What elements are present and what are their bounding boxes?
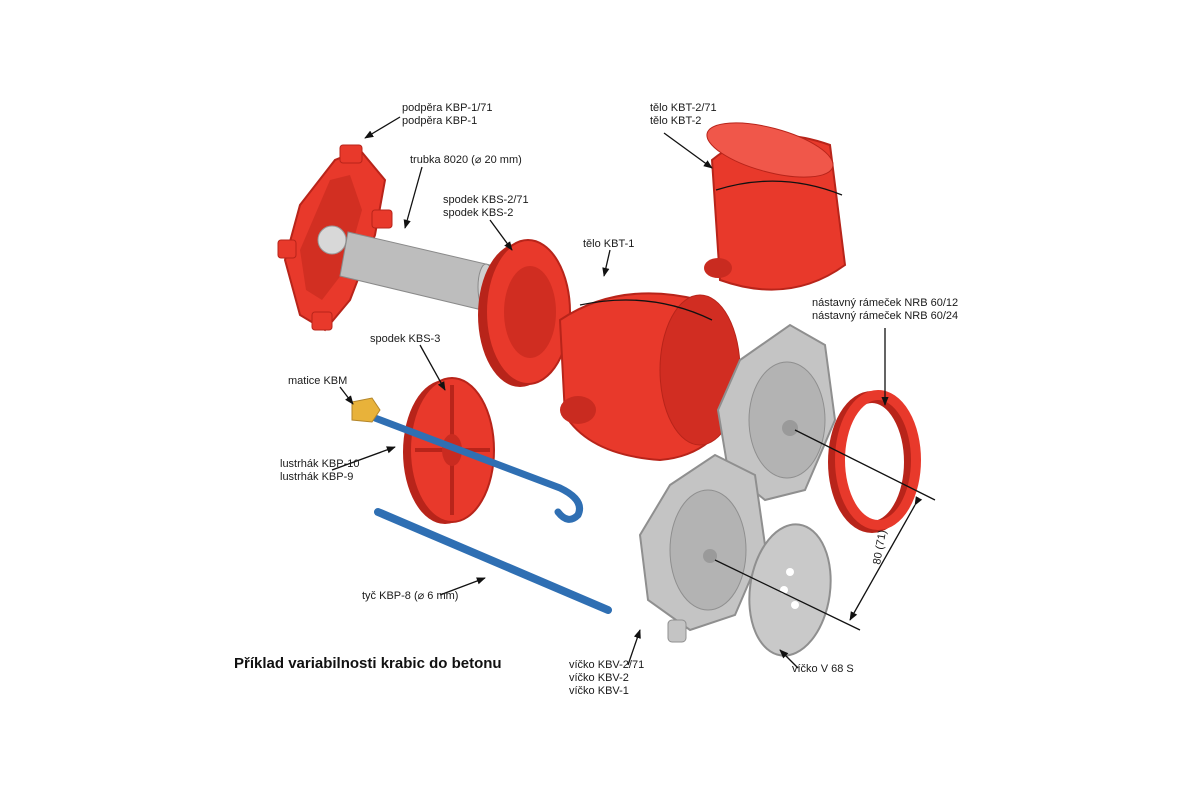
diagram-title: Příklad variabilnosti krabic do betonu [234, 655, 502, 672]
support-kbp1-part [277, 144, 393, 332]
label-tyc: tyč KBP-8 (⌀ 6 mm) [362, 590, 458, 602]
label-ramecek-2: nástavný rámeček NRB 60/24 [812, 310, 958, 322]
label-telo-kbt2-2: tělo KBT-2 [650, 115, 701, 127]
label-podpera-1: podpěra KBP-1/71 [402, 102, 493, 114]
label-telo-kbt2-1: tělo KBT-2/71 [650, 102, 717, 114]
frame-nrb-part [828, 390, 921, 533]
label-lustrhak-1: lustrhák KBP-10 [280, 458, 359, 470]
nut-kbm-part [351, 397, 381, 423]
label-telo-kbt1: tělo KBT-1 [583, 238, 634, 250]
body-kbt2-part [704, 122, 847, 291]
label-lustrhak-2: lustrhák KBP-9 [280, 471, 353, 483]
rod-kbp8-part [374, 508, 612, 614]
label-podpera-2: podpěra KBP-1 [402, 115, 477, 127]
base-kbs2-part [478, 239, 571, 387]
lid-kbv2-lower-part [638, 453, 767, 643]
label-dimension: 80 (71) [871, 529, 889, 565]
label-spodek-kbs2-2: spodek KBS-2 [443, 207, 513, 219]
hook-rod-kbp10-part [371, 414, 583, 523]
label-vicko-kbv-3: víčko KBV-1 [569, 685, 629, 697]
dimension-marker [714, 429, 936, 631]
label-vicko-kbv-1: víčko KBV-2/71 [569, 659, 644, 671]
label-vicko-v68s: víčko V 68 S [792, 663, 854, 675]
tube-8020-part [339, 231, 495, 311]
label-ramecek-1: nástavný rámeček NRB 60/12 [812, 297, 958, 309]
lid-kbv2-upper-part [716, 323, 837, 502]
body-kbt1-part [558, 292, 741, 462]
label-matice: matice KBM [288, 375, 347, 387]
label-spodek-kbs3: spodek KBS-3 [370, 333, 440, 345]
label-spodek-kbs2-1: spodek KBS-2/71 [443, 194, 529, 206]
label-trubka: trubka 8020 (⌀ 20 mm) [410, 154, 522, 166]
leader-lines [331, 116, 889, 669]
label-vicko-kbv-2: víčko KBV-2 [569, 672, 629, 684]
base-kbs3-part [403, 377, 495, 524]
